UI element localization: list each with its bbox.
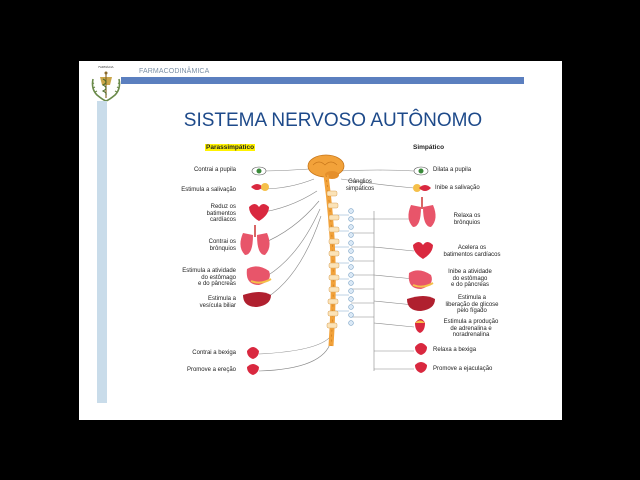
symp-label-3: Relaxa os brônquios bbox=[453, 213, 481, 226]
symp-label-8: Relaxa a bexiga bbox=[433, 347, 477, 353]
symp-label-7: Estimula a produção de adrenalina e nora… bbox=[443, 319, 499, 338]
lungs-icon-right bbox=[408, 197, 436, 227]
slide-title: SISTEMA NERVOSO AUTÔNOMO bbox=[183, 110, 483, 131]
parasympathetic-header: Parassimpático bbox=[205, 144, 256, 151]
para-label-7: Contrai a bexiga bbox=[192, 350, 236, 356]
para-label-6: Estimula a vesícula biliar bbox=[199, 296, 236, 309]
eye-icon-left bbox=[251, 166, 267, 176]
pharmacy-logo: FARMÁCIA bbox=[87, 65, 125, 105]
liver-icon-left bbox=[243, 292, 271, 307]
autonomic-nervous-system-diagram: Parassimpático Simpático Gânglios simpát… bbox=[139, 141, 519, 386]
symp-label-1: Dilata a pupila bbox=[433, 167, 472, 173]
logo-text: FARMÁCIA bbox=[98, 65, 114, 69]
salivary-gland-icon-right bbox=[413, 184, 431, 192]
slide: FARMÁCIA FARMACODINÂMICA SISTEMA NERVOSO… bbox=[79, 61, 562, 420]
header-bar bbox=[121, 77, 524, 84]
header-label: FARMACODINÂMICA bbox=[139, 68, 210, 75]
symp-label-6: Estimula a liberação de glicose pelo fíg… bbox=[445, 295, 499, 314]
symp-label-5: Inibe a atividade do estômago e do pâncr… bbox=[448, 269, 492, 288]
stomach-icon-right bbox=[408, 270, 434, 289]
symp-label-4: Acelera os batimentos cardíacos bbox=[443, 245, 501, 258]
para-label-4: Contrai os brônquios bbox=[208, 239, 236, 252]
para-label-2: Estimula a salivação bbox=[181, 187, 236, 193]
heart-icon-left bbox=[249, 204, 269, 221]
lungs-icon-left bbox=[240, 225, 270, 255]
stomach-icon-left bbox=[246, 266, 272, 285]
liver-icon-right bbox=[407, 296, 435, 311]
para-label-8: Promove a ereção bbox=[186, 367, 236, 373]
salivary-gland-icon-left bbox=[251, 183, 269, 191]
para-label-1: Contrai a pupila bbox=[193, 167, 236, 173]
reproductive-icon-left bbox=[247, 364, 259, 375]
symp-label-2: Inibe a salivação bbox=[435, 185, 480, 191]
bladder-icon-right bbox=[415, 343, 427, 355]
ganglia-label: Gânglios simpáticos bbox=[345, 179, 375, 192]
caduceus-icon bbox=[91, 71, 121, 102]
nervous-system-illustration bbox=[240, 154, 436, 375]
para-label-5: Estimula a atividade do estômago e do pâ… bbox=[182, 268, 236, 287]
sympathetic-header: Simpático bbox=[413, 144, 445, 151]
para-label-3: Reduz os batimentos cardíacos bbox=[206, 204, 236, 223]
reproductive-icon-right bbox=[415, 362, 427, 373]
eye-icon-right bbox=[413, 166, 429, 176]
bladder-icon-left bbox=[247, 347, 259, 359]
adrenal-icon-right bbox=[415, 319, 425, 333]
symp-label-9: Promove a ejaculação bbox=[433, 366, 493, 372]
heart-icon-right bbox=[413, 242, 433, 259]
side-accent-bar bbox=[97, 101, 107, 403]
